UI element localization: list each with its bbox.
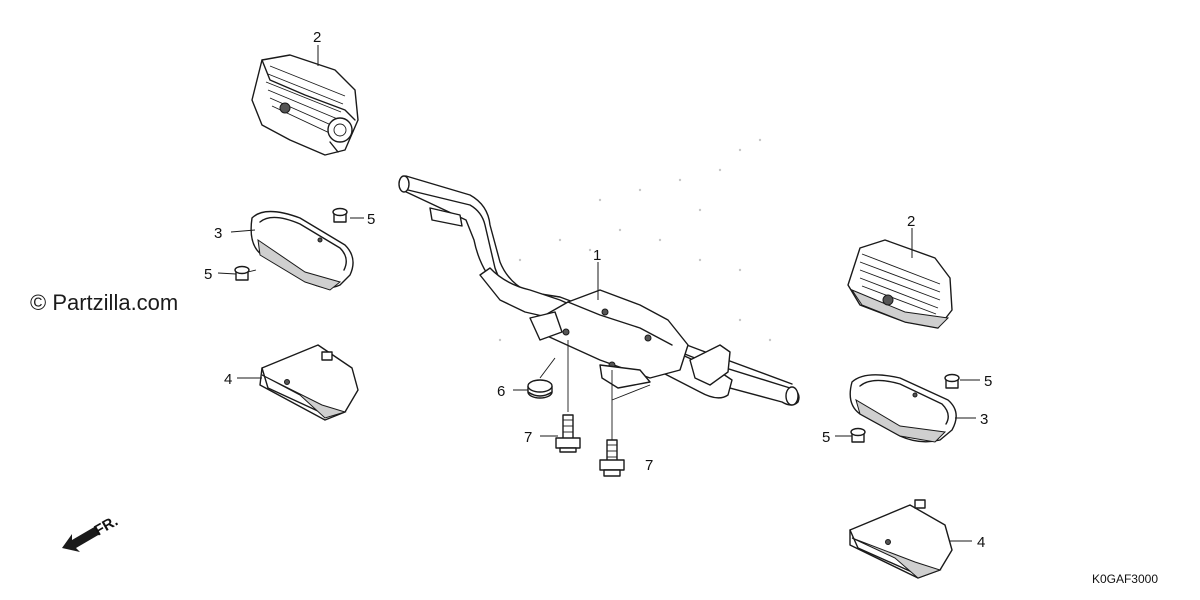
cover-left (259, 344, 359, 421)
screw-left-upper (332, 207, 348, 223)
collar-right (849, 374, 957, 443)
collar-left (250, 210, 354, 291)
screw-right-lower (850, 427, 866, 443)
grip-left (251, 54, 359, 156)
callout-grommet: 6 (497, 383, 505, 400)
callout-grip-right: 2 (907, 213, 915, 230)
callout-screw-right-lower: 5 (822, 429, 830, 446)
callout-screw-left-upper: 5 (367, 211, 375, 228)
screw-right-upper (944, 373, 960, 389)
handlebar (398, 175, 800, 440)
leader-lines (217, 45, 980, 542)
callout-collar-left: 3 (214, 225, 222, 242)
grommet (527, 379, 553, 399)
callout-grip-left: 2 (313, 29, 321, 46)
diagram-code: K0GAF3000 (1091, 572, 1158, 586)
callout-screw-right-upper: 5 (984, 373, 992, 390)
callout-handlebar: 1 (593, 247, 601, 264)
bolt-right (599, 439, 625, 477)
bolt-left (555, 414, 581, 453)
callout-bolt-left: 7 (524, 429, 532, 446)
callout-cover-left: 4 (224, 371, 232, 388)
callout-cover-right: 4 (977, 534, 985, 551)
front-direction-arrow: FR. (62, 513, 121, 552)
grip-right (847, 239, 953, 329)
screw-left-lower (234, 265, 257, 281)
callout-collar-right: 3 (980, 411, 988, 428)
callout-bolt-right: 7 (645, 457, 653, 474)
callout-screw-left-lower: 5 (204, 266, 212, 283)
cover-right (849, 499, 953, 579)
partzilla-watermark: © Partzilla.com (30, 290, 179, 315)
